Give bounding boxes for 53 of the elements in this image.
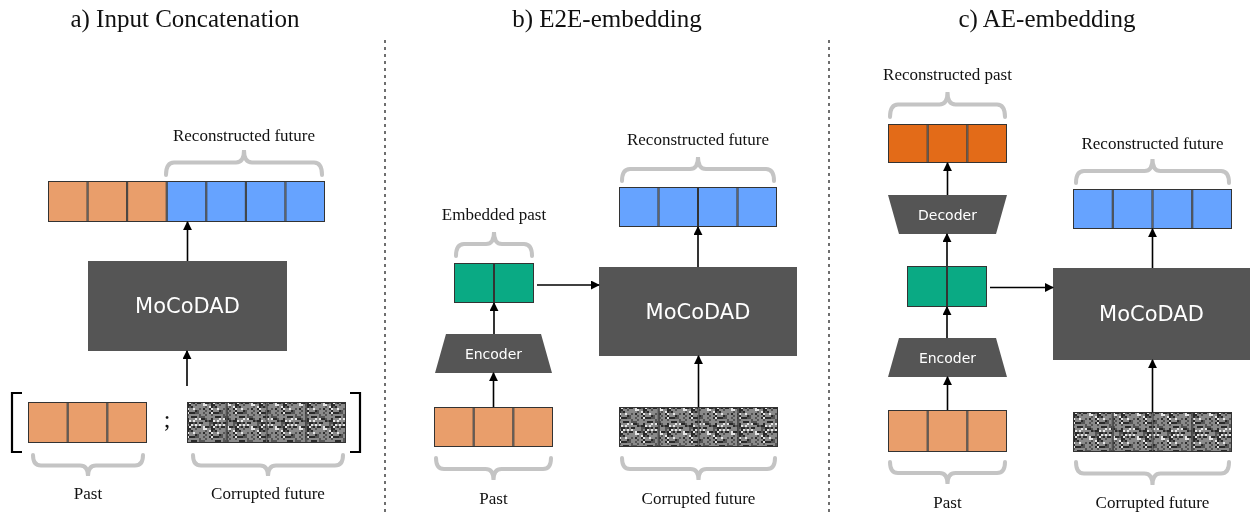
arrow [489, 372, 498, 408]
model-block [1053, 268, 1250, 360]
arrow [536, 280, 600, 290]
sequence-bar [434, 407, 553, 447]
arrow [1148, 228, 1157, 269]
arrow [182, 350, 192, 387]
caption-text: Past [478, 489, 509, 509]
sequence-bar [28, 402, 147, 443]
sequence-bar [888, 410, 1007, 452]
model-block [599, 267, 797, 356]
arrow [489, 302, 499, 335]
caption-text: Corrupted future [640, 489, 757, 509]
caption-text: Reconstructed future [1080, 134, 1225, 154]
sequence-bar [619, 187, 777, 227]
block-label: MoCoDAD [1099, 302, 1204, 326]
block-label: Encoder [918, 349, 977, 366]
sequence-bar [1073, 189, 1232, 229]
sequence-bar [907, 266, 987, 307]
arrow [1148, 359, 1157, 413]
block-label: Decoder [918, 206, 977, 223]
caption-text: Embedded past [440, 205, 548, 225]
arrow [942, 233, 952, 267]
caption-text: Corrupted future [1094, 493, 1211, 513]
sequence-bar [888, 124, 1007, 163]
caption-text: Reconstructed future [625, 130, 771, 150]
caption-text: Corrupted future [210, 484, 326, 504]
panel-title: a) Input Concatenation [69, 5, 301, 33]
separator-text: ; [162, 406, 172, 433]
caption-text: Reconstructed future [171, 126, 317, 146]
arrow [943, 162, 952, 196]
arrow [183, 221, 192, 262]
sequence-bar [619, 407, 778, 447]
sequence-bar [454, 263, 534, 303]
model-block [88, 261, 287, 351]
decoder-block [888, 195, 1007, 234]
arrow [693, 226, 703, 268]
arrow [943, 376, 952, 411]
arrow [694, 355, 703, 408]
caption-text: Past [72, 484, 104, 504]
block-label: MoCoDAD [645, 299, 751, 324]
panel-title: c) AE-embedding [957, 5, 1137, 33]
sequence-bar [187, 402, 346, 443]
block-label: MoCoDAD [135, 294, 240, 318]
sequence-bar [1073, 412, 1232, 452]
panel-title: b) E2E-embedding [511, 5, 703, 33]
arrow [989, 283, 1054, 292]
encoder-block [435, 334, 552, 373]
encoder-block [888, 338, 1007, 377]
arrow [942, 306, 952, 339]
caption-text: Past [932, 493, 963, 513]
block-label: Encoder [464, 345, 523, 362]
caption-text: Reconstructed past [882, 65, 1013, 85]
sequence-bar [48, 181, 325, 222]
